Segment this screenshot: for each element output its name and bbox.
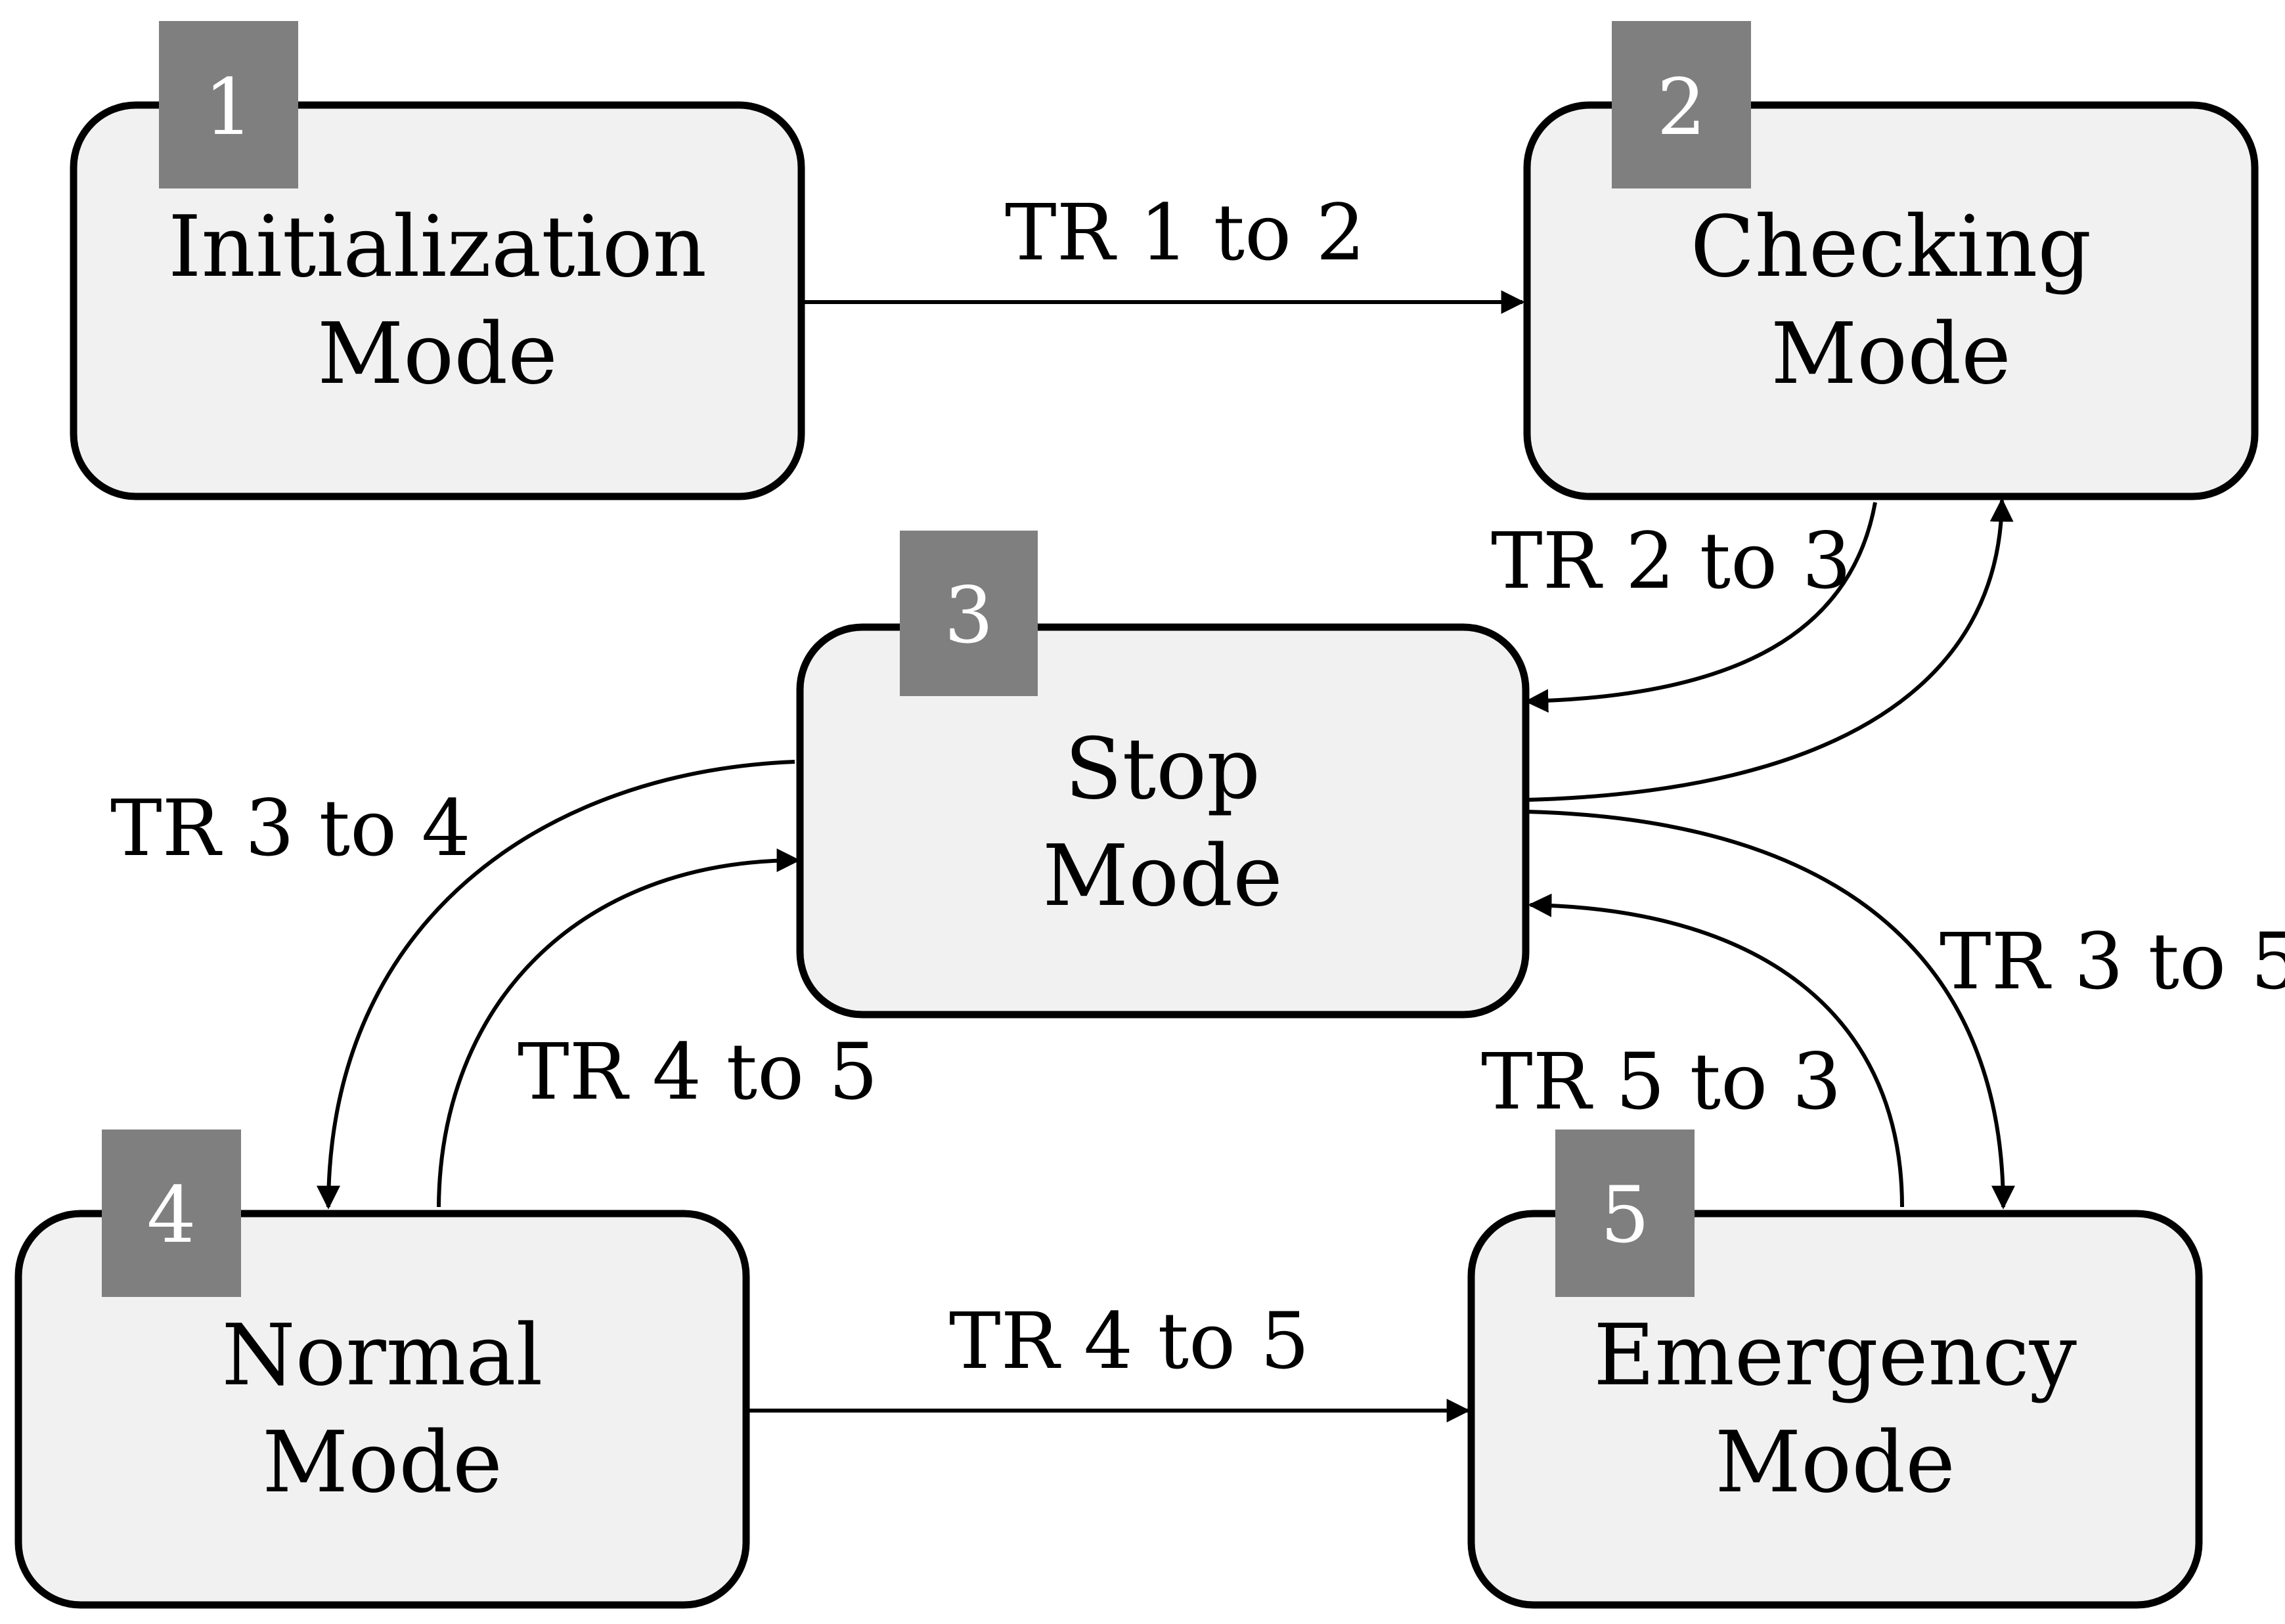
arrow-tr-3-to-4 [317,760,795,1210]
normal-mode-title: Normal [222,1307,543,1405]
emergency-mode-node: 5 Emergency Mode [1467,1130,2203,1609]
label-tr-4-to-3: TR 4 to 5 [518,1026,878,1117]
label-tr-2-to-3: TR 2 to 3 [1491,516,1852,606]
normal-mode-badge [102,1130,241,1297]
arrow-tr-2-to-3 [1524,502,1877,713]
emergency-mode-title: Emergency [1593,1307,2077,1405]
normal-mode-subtitle: Mode [262,1414,502,1512]
emergency-mode-number: 5 [1600,1170,1649,1260]
arrow-tr-5-to-3 [1528,893,1904,1208]
stop-mode-badge [900,531,1038,696]
stop-mode-title: Stop [1065,720,1260,818]
initialization-mode-node: 1 Initialization Mode [70,21,805,500]
stop-mode-node: 3 Stop Mode [796,531,1530,1019]
emergency-mode-subtitle: Mode [1715,1414,1955,1512]
stop-mode-number: 3 [944,570,993,661]
label-tr-4-to-5: TR 4 to 5 [949,1296,1310,1386]
arrow-tr-3-to-2 [1526,498,2014,802]
label-tr-1-to-2: TR 1 to 2 [1005,187,1365,278]
initialization-mode-title: Initialization [168,198,707,296]
initialization-mode-number: 1 [204,62,253,152]
checking-mode-subtitle: Mode [1771,305,2011,403]
checking-mode-badge [1612,21,1751,188]
label-tr-3-to-4: TR 3 to 4 [110,783,471,873]
stop-mode-subtitle: Mode [1042,827,1283,925]
normal-mode-node: 4 Normal Mode [14,1130,750,1609]
checking-mode-title: Checking [1691,198,2092,296]
normal-mode-number: 4 [146,1170,196,1260]
initialization-mode-subtitle: Mode [317,305,558,403]
initialization-mode-badge [159,21,298,188]
checking-mode-node: 2 Checking Mode [1523,21,2259,500]
label-tr-5-to-3: TR 5 to 3 [1481,1036,1842,1127]
arrow-tr-3-to-5 [1526,810,2015,1210]
checking-mode-number: 2 [1656,62,1706,152]
arrow-tr-4-to-3 [437,848,801,1208]
label-tr-3-to-5: TR 3 to 5 [1940,916,2285,1007]
emergency-mode-badge [1555,1130,1695,1297]
